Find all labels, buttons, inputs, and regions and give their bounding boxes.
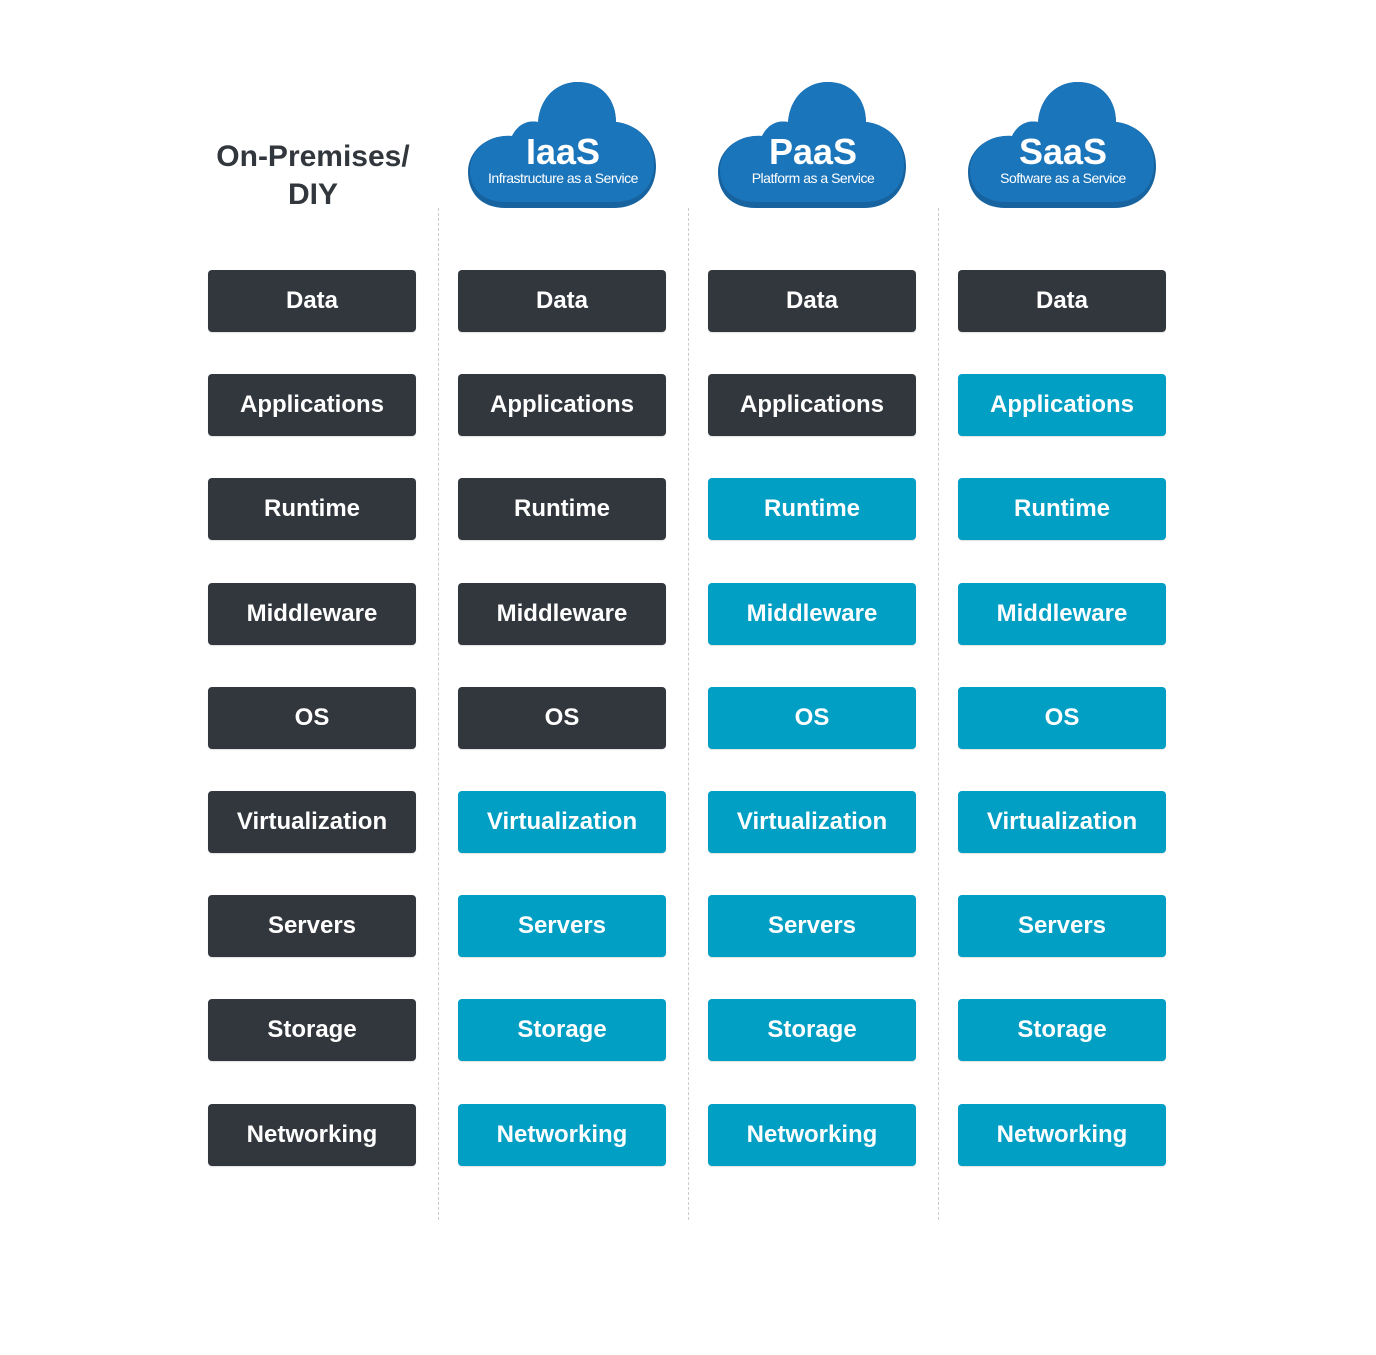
cloud-shape (468, 82, 656, 208)
layer-runtime: Runtime (208, 478, 416, 540)
layer-servers: Servers (208, 895, 416, 957)
cloud-title-iaas: IaaS (525, 131, 601, 172)
cloud-subtitle-paas: Platform as a Service (751, 170, 875, 186)
layer-data: Data (208, 270, 416, 332)
cloud-icon (458, 80, 668, 212)
layer-applications: Applications (708, 374, 916, 436)
layer-data: Data (458, 270, 666, 332)
layer-servers: Servers (958, 895, 1166, 957)
layer-applications: Applications (458, 374, 666, 436)
column-header-paas: PaaS Platform as a Service (708, 80, 918, 212)
layer-virtualization: Virtualization (458, 791, 666, 853)
layer-applications: Applications (208, 374, 416, 436)
column-divider (688, 208, 689, 1220)
cloud-icon (958, 80, 1168, 212)
column-header-on-premises: On-Premises/ DIY (208, 80, 418, 212)
layer-networking: Networking (458, 1104, 666, 1166)
layer-middleware: Middleware (708, 583, 916, 645)
layer-applications: Applications (958, 374, 1166, 436)
layer-servers: Servers (458, 895, 666, 957)
layer-os: OS (458, 687, 666, 749)
cloud-shape (718, 82, 906, 208)
layer-runtime: Runtime (458, 478, 666, 540)
layer-virtualization: Virtualization (708, 791, 916, 853)
layer-storage: Storage (208, 999, 416, 1061)
layer-storage: Storage (458, 999, 666, 1061)
layer-servers: Servers (708, 895, 916, 957)
cloud-icon (708, 80, 918, 212)
layer-os: OS (208, 687, 416, 749)
cloud-title-saas: SaaS (1018, 131, 1108, 172)
cloud-subtitle-saas: Software as a Service (1000, 170, 1126, 186)
layer-middleware: Middleware (208, 583, 416, 645)
cloud-shape (968, 82, 1156, 208)
cloud-title-paas: PaaS (768, 131, 858, 172)
cloud-subtitle-iaas: Infrastructure as a Service (488, 170, 638, 186)
layer-os: OS (708, 687, 916, 749)
layer-virtualization: Virtualization (958, 791, 1166, 853)
layer-runtime: Runtime (958, 478, 1166, 540)
layer-storage: Storage (708, 999, 916, 1061)
column-header-iaas: IaaS Infrastructure as a Service (458, 80, 668, 212)
column-divider (938, 208, 939, 1220)
layer-networking: Networking (708, 1104, 916, 1166)
column-header-saas: SaaS Software as a Service (958, 80, 1168, 212)
layer-runtime: Runtime (708, 478, 916, 540)
column-divider (438, 208, 439, 1220)
on-premises-title: On-Premises/ DIY (216, 140, 410, 211)
layer-os: OS (958, 687, 1166, 749)
layer-middleware: Middleware (458, 583, 666, 645)
layer-virtualization: Virtualization (208, 791, 416, 853)
layer-middleware: Middleware (958, 583, 1166, 645)
layer-networking: Networking (958, 1104, 1166, 1166)
layer-networking: Networking (208, 1104, 416, 1166)
layer-data: Data (708, 270, 916, 332)
layer-storage: Storage (958, 999, 1166, 1061)
layer-data: Data (958, 270, 1166, 332)
